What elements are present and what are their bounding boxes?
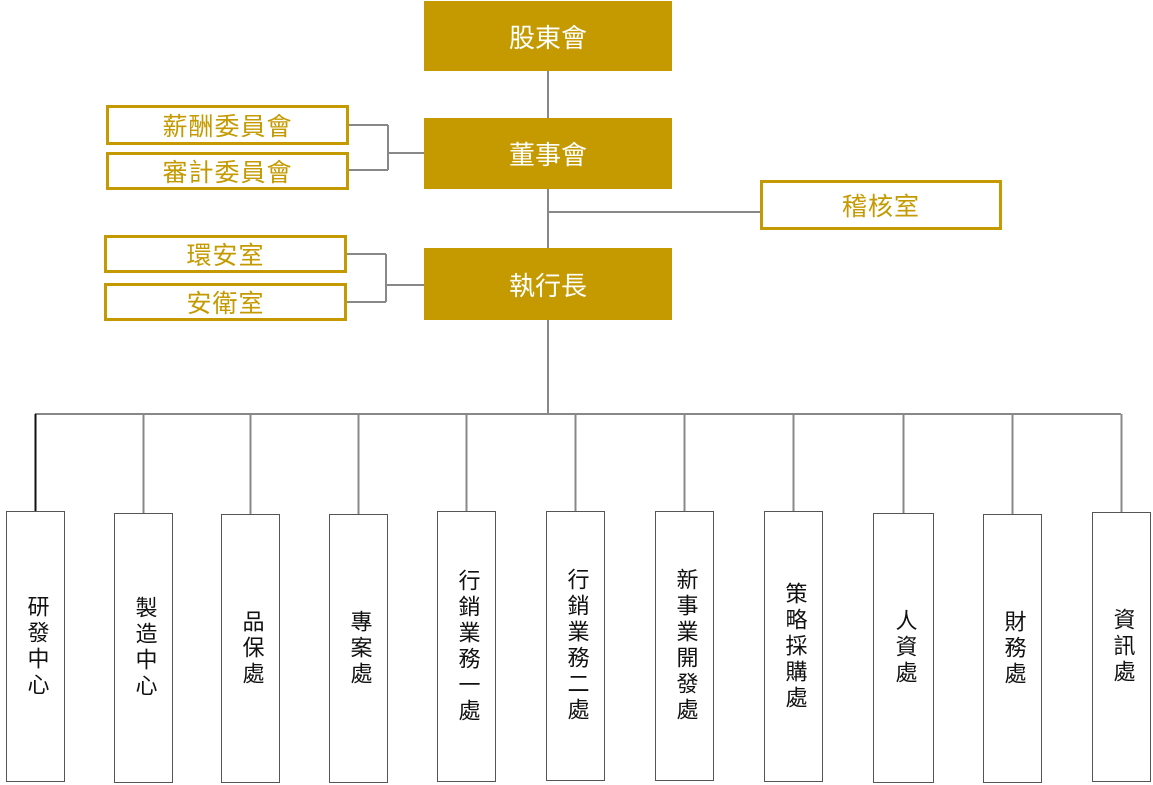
department-label: 品保處	[238, 609, 264, 688]
department-label: 行銷業務二處	[563, 568, 589, 724]
shareholders-meeting-box: 股東會	[424, 1, 672, 71]
board-of-directors-label: 董事會	[508, 141, 587, 171]
department-label: 研發中心	[23, 594, 49, 699]
audit-office-box: 稽核室	[760, 180, 1002, 230]
department-box-quality-assurance: 品保處	[221, 514, 280, 783]
department-label: 人資處	[891, 609, 917, 687]
audit-committee-box: 審計委員會	[106, 152, 349, 190]
department-box-human-resources: 人資處	[873, 513, 934, 783]
audit-office-label: 稽核室	[841, 192, 920, 221]
board-of-directors-box: 董事會	[424, 118, 672, 189]
department-box-finance: 財務處	[983, 514, 1042, 783]
environmental-safety-office-label: 環安室	[186, 241, 265, 270]
department-box-information: 資訊處	[1092, 512, 1151, 782]
occupational-health-office-label: 安衛室	[186, 289, 265, 318]
department-label: 資訊處	[1109, 608, 1135, 686]
department-box-manufacturing-center: 製造中心	[114, 513, 173, 783]
ceo-box: 執行長	[424, 248, 672, 320]
department-box-marketing-sales-1: 行銷業務一處	[437, 511, 496, 782]
environmental-safety-office-box: 環安室	[104, 235, 347, 273]
occupational-health-office-box: 安衛室	[104, 283, 347, 321]
department-box-new-business-development: 新事業開發處	[655, 511, 714, 781]
department-label: 財務處	[1000, 609, 1026, 688]
shareholders-meeting-label: 股東會	[508, 23, 587, 54]
compensation-committee-label: 薪酬委員會	[162, 112, 293, 141]
department-box-strategic-procurement: 策略採購處	[764, 511, 823, 782]
department-label: 行銷業務一處	[454, 568, 480, 725]
department-label: 新事業開發處	[672, 568, 698, 724]
department-box-rd-center: 研發中心	[6, 511, 65, 782]
audit-committee-label: 審計委員會	[162, 158, 293, 187]
department-label: 製造中心	[131, 596, 157, 700]
ceo-label: 執行長	[508, 271, 587, 302]
department-label: 專案處	[346, 609, 372, 688]
department-box-marketing-sales-2: 行銷業務二處	[546, 511, 605, 781]
department-box-project: 專案處	[329, 514, 388, 783]
compensation-committee-box: 薪酬委員會	[106, 105, 349, 145]
department-label: 策略採購處	[781, 581, 807, 712]
